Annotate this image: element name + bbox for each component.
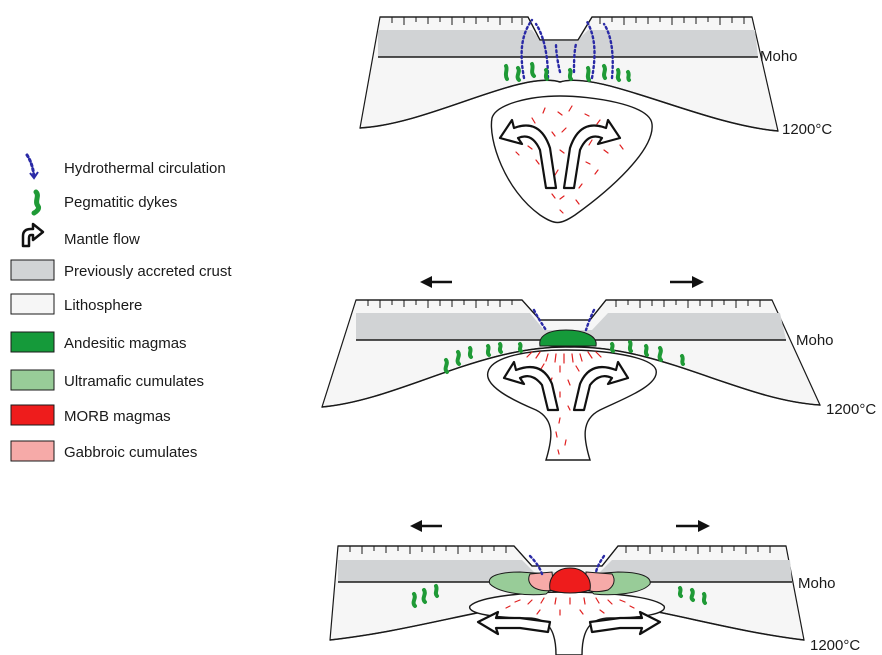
moho-label: Moho [760,48,798,65]
moho-label: Moho [796,332,834,349]
swatch-ultramafic-cumulates [11,370,54,390]
spreading-arrowhead-left [410,520,422,532]
accreted-crust-layer [378,30,758,57]
pegmatitic-dyke-icon [34,192,39,213]
legend-label-gabbroic: Gabbroic cumulates [64,444,197,461]
legend-label-crust: Previously accreted crust [64,263,232,280]
swatch-gabbroic-cumulates [11,441,54,461]
legend-label-lithosphere: Lithosphere [64,297,142,314]
swatch-andesitic-magmas [11,332,54,352]
mantle-flow-icon [23,224,43,246]
swatch-lithosphere [11,294,54,314]
moho-label: Moho [798,575,836,592]
legend-label-ultramafic: Ultramafic cumulates [64,373,204,390]
legend-label-mantle-flow: Mantle flow [64,231,140,248]
swatch-previously-accreted-crust [11,260,54,280]
isotherm-label: 1200°C [810,637,860,654]
spreading-arrowhead-right [698,520,710,532]
panel-2: Moho 1200°C [322,276,876,460]
legend: Hydrothermal circulation Pegmatitic dyke… [11,155,232,461]
legend-label-andesitic: Andesitic magmas [64,335,187,352]
legend-label-hydrothermal: Hydrothermal circulation [64,160,226,177]
swatch-morb-magmas [11,405,54,425]
spreading-arrowhead-left [420,276,432,288]
hydrothermal-circulation-icon [27,155,38,178]
panel-3: Moho 1200°C [330,520,860,655]
isotherm-label: 1200°C [782,121,832,138]
legend-label-pegmatitic-dykes: Pegmatitic dykes [64,194,177,211]
isotherm-label: 1200°C [826,401,876,418]
legend-label-morb: MORB magmas [64,408,171,425]
panel-1: Moho 1200°C [360,17,832,223]
spreading-arrowhead-right [692,276,704,288]
